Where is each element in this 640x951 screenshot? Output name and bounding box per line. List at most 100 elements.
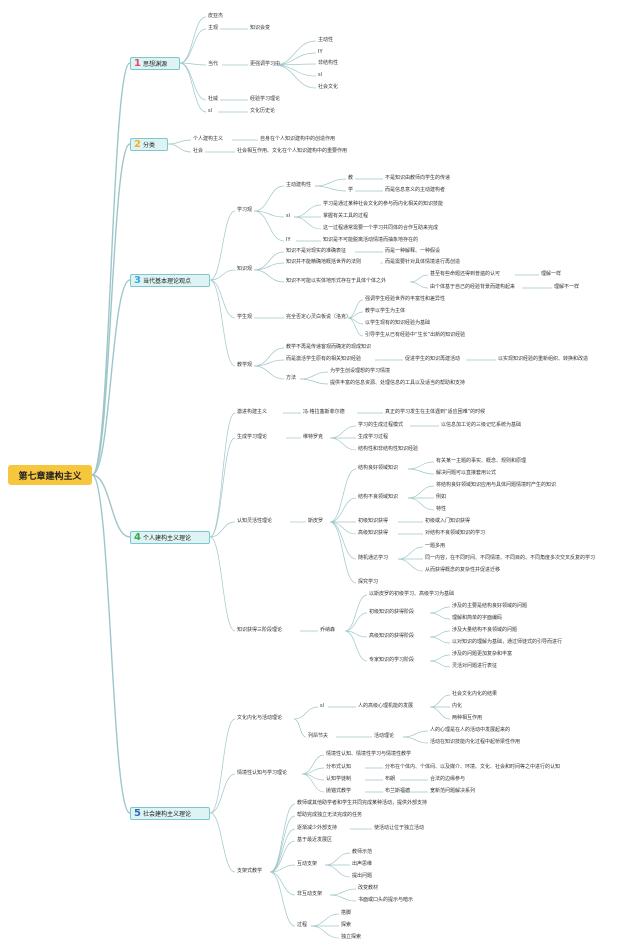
connector-line xyxy=(209,279,236,319)
connector-line xyxy=(253,347,285,367)
connector-line xyxy=(429,694,451,708)
node: 布兰斯福德 xyxy=(385,788,411,794)
node: 以信息加工论的三级记忆系统为基础 xyxy=(441,422,522,428)
connector-line xyxy=(253,210,285,218)
connector-line xyxy=(209,437,236,538)
connector-line xyxy=(314,185,347,192)
node: 非结构性 xyxy=(318,60,339,66)
node: 涉及的问题更加复杂和丰富 xyxy=(452,651,513,657)
node: 认知学徒制 xyxy=(326,776,352,782)
node: 出声思维 xyxy=(352,861,373,867)
node: 知识并不能精确地概括世界的法则 xyxy=(286,259,362,265)
connector-line xyxy=(209,812,236,873)
node: 解决问题可以直接套用公式 xyxy=(436,470,497,476)
section-2-node: 2 分类 xyxy=(130,138,168,151)
node: 高级知识获得 xyxy=(358,530,389,536)
connector-line xyxy=(329,888,357,896)
node: 皮亚杰 xyxy=(208,13,224,19)
node: 学习观 xyxy=(237,207,253,213)
node: 知识不是对现实的准确表征 xyxy=(286,248,347,254)
connector-line xyxy=(402,736,429,744)
connector-line xyxy=(409,281,429,289)
node: 搭脚 xyxy=(341,910,352,916)
node: 真正的学习发生在主体遇到“适应困难”的时候 xyxy=(385,409,486,415)
connector-line xyxy=(301,767,325,775)
node: 文化内化与活动理论 xyxy=(237,715,283,721)
connector-line xyxy=(324,852,351,866)
connector-line xyxy=(329,521,357,535)
connector-line xyxy=(407,461,435,470)
node: 强调学生经验世界的丰富性和差异性 xyxy=(365,296,446,302)
connector-line xyxy=(209,279,236,367)
node: 这一过程通常需要一个学习共同体的合作互助来完成 xyxy=(323,225,439,231)
node: 以学生现有的知识经验为基础 xyxy=(365,320,431,326)
node: 知识会变 xyxy=(250,25,271,31)
connector-line xyxy=(347,317,364,337)
node: 社会文化 xyxy=(318,84,339,90)
node: 而是激活学生原有的相关知识经验 xyxy=(286,356,362,362)
node: 杜威 xyxy=(208,96,219,102)
node: sl xyxy=(286,213,290,219)
node: 而是信息意义的主动建构者 xyxy=(385,187,446,193)
section-1-node: 1 思想渊源 xyxy=(130,57,180,70)
node: 情境性认知与学习理论 xyxy=(237,770,288,776)
connector-line xyxy=(329,497,357,523)
node: 抛锚式教学 xyxy=(326,788,352,794)
node: 列昂节夫 xyxy=(308,733,329,739)
connector-line xyxy=(407,485,435,499)
connector-line xyxy=(429,654,451,662)
section-2-label: 分类 xyxy=(142,142,155,149)
node: 而是一种解释、一种假设 xyxy=(385,248,441,254)
node: 例如 xyxy=(436,494,447,500)
connector-line xyxy=(397,558,424,572)
connector-line xyxy=(314,178,347,187)
node: 教 xyxy=(348,175,354,181)
node: 帮助完成独立无法完成的任务 xyxy=(297,812,363,818)
connector-line xyxy=(91,62,131,476)
section-1-label: 思想渊源 xyxy=(142,61,167,68)
connector-line xyxy=(429,706,451,720)
node: 支架式教学 xyxy=(237,868,263,874)
node: 布朗 xyxy=(385,776,396,782)
node: 教师示范 xyxy=(352,849,373,855)
node: IY xyxy=(286,237,291,243)
connector-line xyxy=(402,730,429,738)
node: 探究学习 xyxy=(358,579,379,585)
connector-line xyxy=(91,474,131,538)
connector-line xyxy=(273,52,317,66)
node: 生成学习过程 xyxy=(358,434,389,440)
node: 将结构良好领域知识应用与具体问题情境时产生的知识 xyxy=(436,482,557,488)
connector-line xyxy=(344,630,368,638)
node: sl xyxy=(208,108,212,114)
node: 自身在个人知识建构中的创造作用 xyxy=(260,136,336,142)
node: 当代 xyxy=(208,61,219,67)
connector-line xyxy=(209,536,236,632)
node: 掌握有关工具的过程 xyxy=(323,213,369,219)
node: sl xyxy=(318,72,322,78)
node: 结构性和非结构性知识经验 xyxy=(358,446,419,452)
node: 社会 xyxy=(193,148,204,154)
node: 人的高级心理机能的发展 xyxy=(358,703,414,709)
connector-line xyxy=(344,630,368,662)
node: 互动支架 xyxy=(297,861,318,867)
connector-line xyxy=(269,840,296,873)
node: 激进构建主义 xyxy=(237,409,268,415)
node: 为学生创设理想的学习情境 xyxy=(330,368,391,374)
node: 涉及的主要是结构良好领域的问题 xyxy=(452,603,528,609)
connector-line xyxy=(344,612,368,632)
node: 由个体基于自己的经验背景而建构起来 xyxy=(430,284,516,290)
connector-line xyxy=(329,521,357,584)
node: 文化历史论 xyxy=(250,108,276,114)
node: 基于最近发展区 xyxy=(297,837,333,843)
connector-line xyxy=(301,754,325,775)
node: 分布式认知 xyxy=(326,764,352,770)
connector-line xyxy=(329,468,357,523)
connector-line xyxy=(429,612,451,620)
connector-line xyxy=(429,660,451,668)
node: 理解不一样 xyxy=(554,284,580,290)
connector-line xyxy=(324,864,351,878)
node: 维特罗克 xyxy=(303,434,324,440)
connector-line xyxy=(269,871,296,927)
node: 不是知识由教师向学生的传递 xyxy=(385,175,451,181)
connector-line xyxy=(209,718,236,814)
